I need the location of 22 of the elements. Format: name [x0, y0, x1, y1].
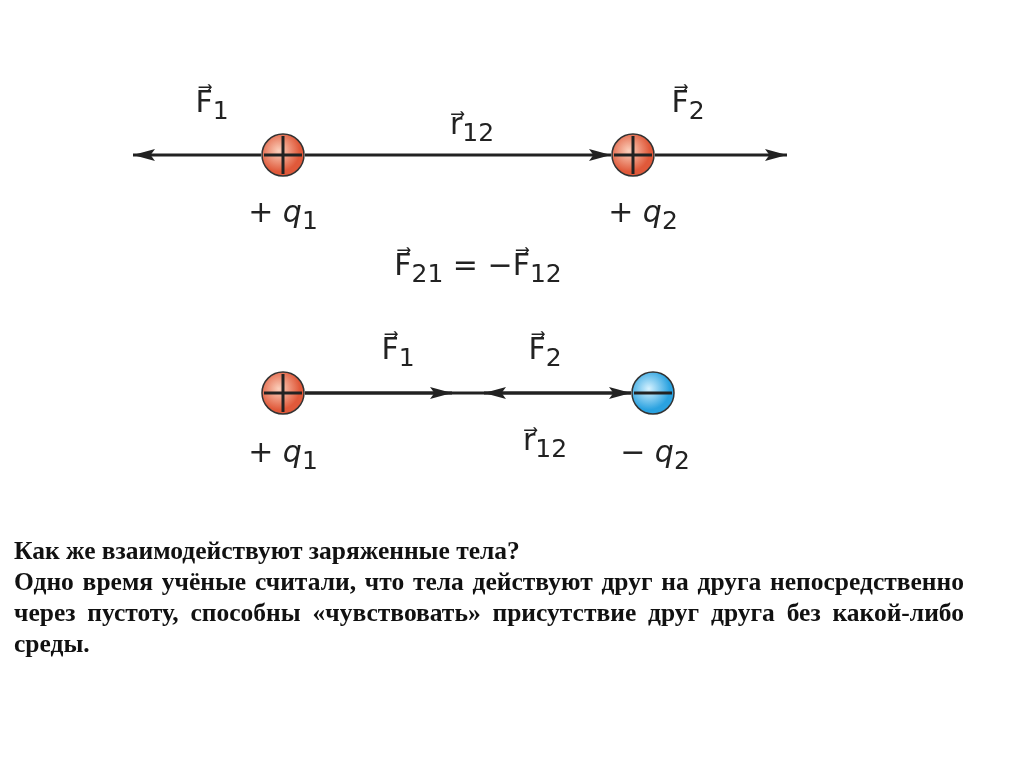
charge-label: − q$_{2}$	[620, 434, 690, 476]
vector-label: F⃗$_{1}$	[381, 331, 415, 373]
charge-sphere	[631, 371, 675, 415]
question-heading: Как же взаимодействуют заряженные тела?	[14, 535, 521, 566]
equation: F⃗$_{21}$ = −F⃗$_{12}$	[394, 247, 562, 289]
vector-arrow	[133, 149, 261, 161]
charge-sphere	[261, 371, 305, 415]
charge-label: + q$_{1}$	[248, 194, 318, 236]
vector-arrow	[655, 149, 787, 161]
vector-label: r⃗$_{12}$	[449, 106, 495, 148]
charge-sphere	[611, 133, 655, 177]
paragraph: Одно время учёные считали, что тела действуют друг на друга непосредственно через пустоту, способны «чувствовать» присутствие друг друга без какой-либо среды.	[14, 566, 964, 659]
vector-arrow	[484, 387, 631, 399]
vector-label: F⃗$_{2}$	[671, 84, 705, 126]
vector-arrow	[305, 149, 611, 161]
charge-label: + q$_{2}$	[608, 194, 678, 236]
charge-label: + q$_{1}$	[248, 434, 318, 476]
vector-label: F⃗$_{1}$	[195, 84, 229, 126]
vector-arrow	[305, 387, 452, 399]
vector-label: F⃗$_{2}$	[528, 331, 562, 373]
charge-sphere	[261, 133, 305, 177]
vector-label: r⃗$_{12}$	[522, 422, 568, 464]
